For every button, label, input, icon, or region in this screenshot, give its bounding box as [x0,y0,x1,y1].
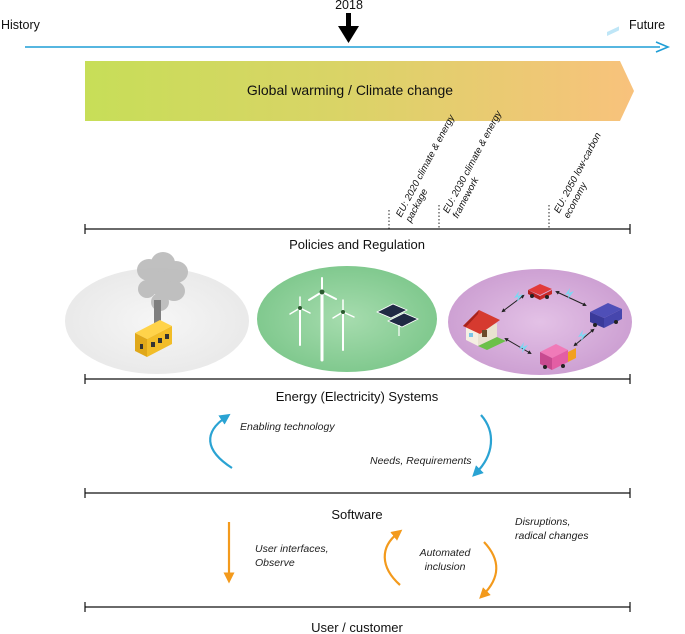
automated-line1: Automated [419,547,471,559]
disruptions-label: Disruptions, radical changes [515,515,589,543]
timeline-arrow [25,41,671,53]
energy-layer-label: Energy (Electricity) Systems [275,389,439,404]
marker-down-arrow [338,13,359,43]
renewables-wind-solar-icon [257,266,437,372]
milestone-ticks [388,205,550,229]
smart-grid-electric-vehicles-icon [448,26,632,375]
user-layer-label: User / customer [311,620,403,634]
automated-inclusion-label: Automated inclusion [405,546,485,574]
user-interfaces-line1: User interfaces, [255,543,329,555]
cyan-feedback-arrows [209,413,493,477]
coal-power-plant-icon [65,252,249,374]
orange-arrows [223,522,498,599]
policies-layer-label: Policies and Regulation [289,237,425,252]
user-interfaces-line2: Observe [255,557,295,569]
climate-change-label: Global warming / Climate change [246,82,454,98]
software-layer-label: Software [331,507,383,522]
disruptions-line1: Disruptions, [515,516,571,528]
enabling-technology-label: Enabling technology [240,421,335,433]
year-marker-label: 2018 [335,0,363,12]
needs-requirements-label: Needs, Requirements [370,455,472,467]
history-label: History [1,18,40,32]
disruptions-line2: radical changes [515,530,589,542]
automated-line2: inclusion [424,561,466,573]
user-interfaces-label: User interfaces, Observe [255,542,329,570]
climate-change-band [85,61,634,121]
layer-lines [84,224,631,612]
future-label: Future [629,18,666,32]
